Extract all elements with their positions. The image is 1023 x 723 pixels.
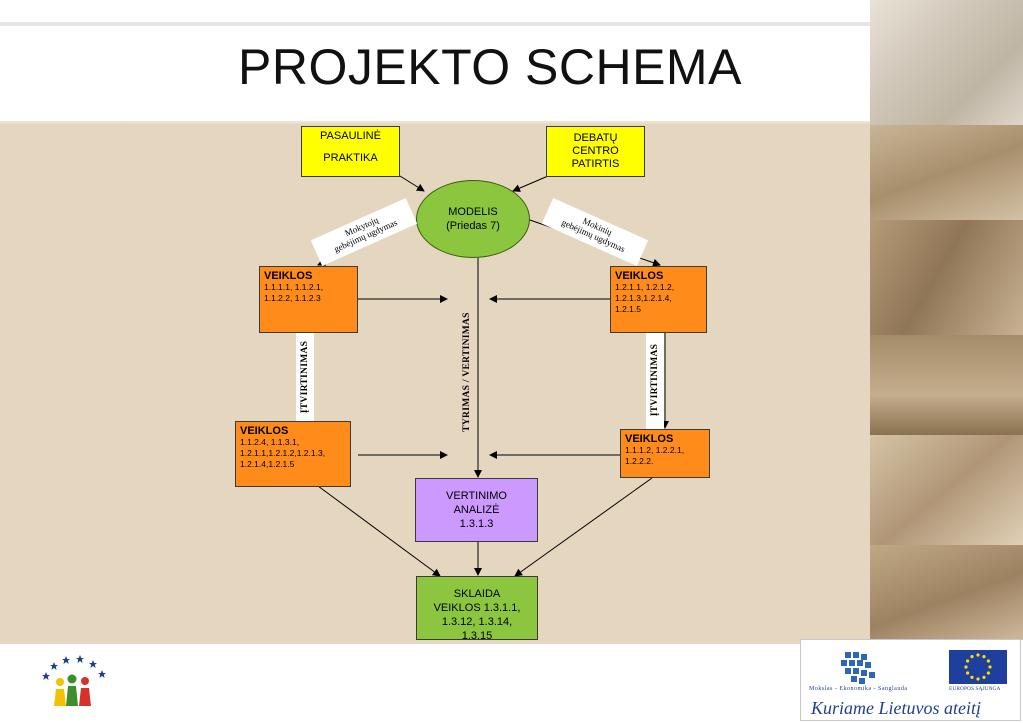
label-research-evaluation: TYRIMAS / VERTINIMAS — [462, 312, 472, 432]
activity-heading: VEIKLOS — [240, 425, 289, 437]
label-consolidation-left: ĮTVIRTINIMAS — [300, 340, 310, 414]
page-title: PROJEKTO SCHEMA — [238, 39, 742, 95]
top-divider — [0, 22, 870, 26]
collage-photo — [870, 220, 1023, 335]
activity-box-bottom-left: VEIKLOS 1.1.2.4, 1.1.3.1, 1.2.1.1,1.2.1.… — [235, 421, 351, 487]
collage-photo — [870, 335, 1023, 435]
people-stars-logo-icon — [42, 655, 106, 706]
band-edge — [0, 121, 872, 125]
activity-codes: 1.1.1.2, 1.2.2.1, 1.2.2.2. — [625, 445, 685, 466]
eu-label: EUROPOS SĄJUNGA — [949, 686, 1001, 692]
activity-codes: 1.1.1.1, 1.1.2.1, 1.1.2.2, 1.1.2.3 — [264, 282, 324, 303]
collage-photo — [870, 435, 1023, 545]
dissemination-box: SKLAIDA VEIKLOS 1.3.1.1, 1.3.12, 1.3.14,… — [416, 576, 538, 640]
evaluation-analysis-box: VERTINIMO ANALIZĖ 1.3.1.3 — [415, 478, 538, 542]
collage-photo — [870, 125, 1023, 220]
activity-heading: VEIKLOS — [615, 270, 664, 282]
model-label: MODELIS (Priedas 7) — [446, 206, 500, 232]
arrow-practice-to-model — [399, 175, 425, 192]
arrow-left-to-dissemination — [317, 485, 441, 577]
activity-heading: VEIKLOS — [264, 270, 313, 282]
collage-photo — [870, 0, 1023, 125]
photo-collage — [870, 0, 1023, 640]
collage-photo — [870, 545, 1023, 640]
model-node: MODELIS (Priedas 7) — [416, 180, 530, 258]
source-world-practice: PASAULINĖ PRAKTIKA — [301, 126, 400, 177]
esf-motto: Mokslas - Ekonomika - Sanglauda — [809, 686, 908, 692]
activity-box-top-right: VEIKLOS 1.2.1.1, 1.2.1.2, 1.2.1.3,1.2.1.… — [610, 266, 707, 333]
eu-flag-icon — [949, 650, 1007, 684]
label-consolidation-right: ĮTVIRTINIMAS — [650, 343, 660, 417]
source-debate-center: DEBATŲ CENTRO PATIRTIS — [546, 126, 645, 177]
activity-box-bottom-right: VEIKLOS 1.1.1.2, 1.2.2.1, 1.2.2.2. — [620, 429, 710, 478]
consolidation-bar-left — [296, 333, 314, 421]
eu-funding-block: Mokslas - Ekonomika - Sanglauda EUROPOS … — [800, 639, 1021, 721]
arrow-debate-to-model — [512, 175, 549, 192]
activity-codes: 1.2.1.1, 1.2.1.2, 1.2.1.3,1.2.1.4, 1.2.1… — [615, 282, 675, 314]
activity-box-top-left: VEIKLOS 1.1.1.1, 1.1.2.1, 1.1.2.2, 1.1.2… — [259, 266, 358, 333]
esf-logo-icon — [841, 652, 875, 684]
activity-codes: 1.1.2.4, 1.1.3.1, 1.2.1.1,1.2.1.2,1.2.1.… — [240, 437, 326, 469]
arrow-right-to-dissemination — [514, 477, 653, 577]
activity-heading: VEIKLOS — [625, 433, 674, 445]
consolidation-bar-right — [646, 333, 664, 429]
slogan: Kuriame Lietuvos ateitį — [811, 698, 981, 718]
